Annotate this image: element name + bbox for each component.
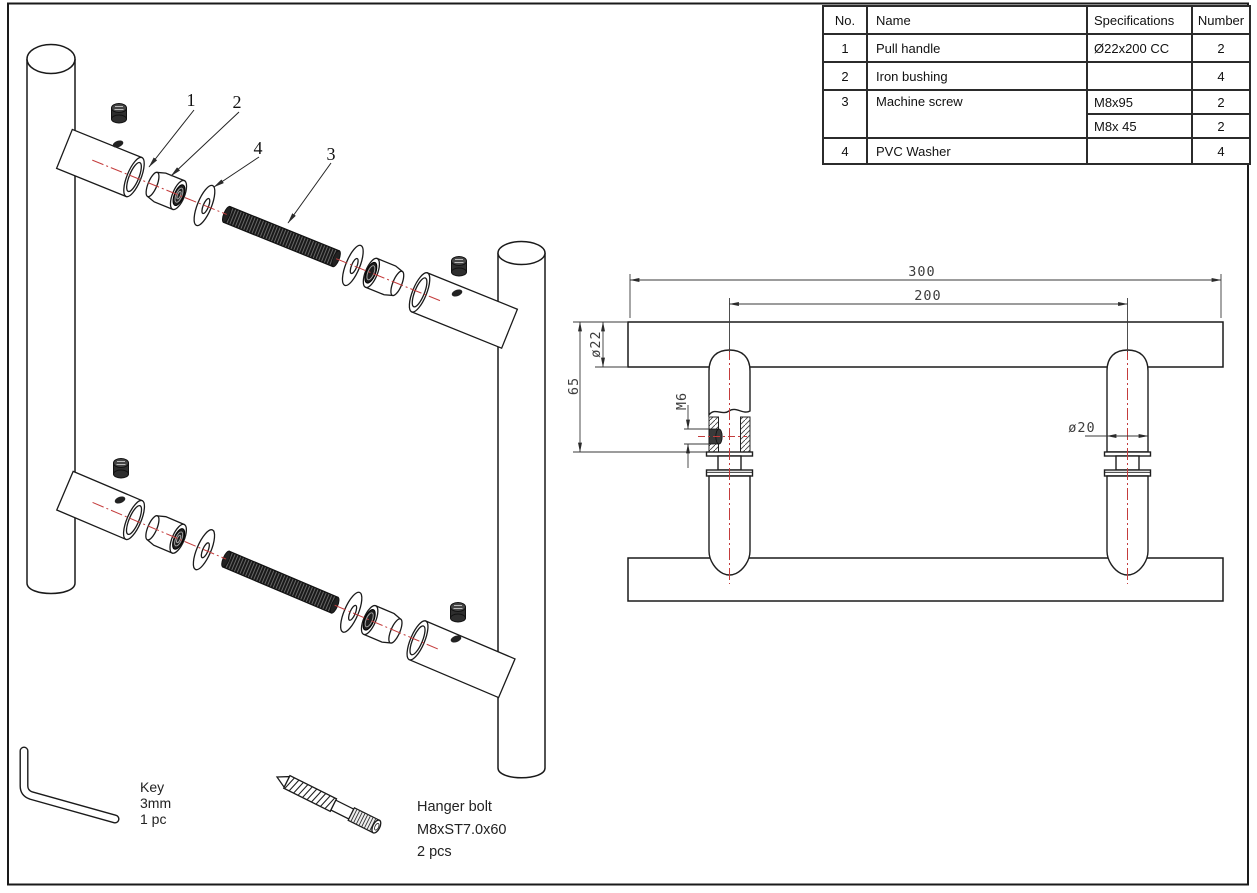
upper-assembly: [55, 128, 519, 350]
right-handle-tube-top: [497, 240, 546, 266]
bolt-note-line1: Hanger bolt: [417, 799, 492, 815]
sheet-border: [7, 2, 1249, 886]
header-no: No.: [822, 5, 868, 35]
svg-text:M6: M6: [674, 392, 690, 410]
bolt-note-line2: M8xST7.0x60: [417, 821, 507, 838]
hanger-bolt-note: Hanger bolt M8xST7.0x60 2 pcs: [417, 796, 506, 864]
part-label-3: 3: [327, 144, 336, 164]
table-row: 2 Iron bushing 4: [822, 61, 1251, 91]
key-note-line2: 3mm: [140, 795, 172, 811]
table-row: 3 Machine screw M8x95 2: [822, 89, 1251, 139]
leader-part-4: [213, 156, 260, 188]
dim-thread-size: M6: [674, 392, 709, 468]
bolt-note-line3: 2 pcs: [417, 844, 452, 860]
right-handle-tube: [497, 253, 546, 779]
leader-part-3: [287, 162, 332, 224]
header-number: Number: [1191, 5, 1251, 35]
table-row: M8x 45 2: [823, 113, 1251, 139]
svg-text:300: 300: [908, 264, 935, 280]
right-post: [1103, 349, 1152, 576]
dim-300: 300: [629, 264, 1222, 318]
part-label-4: 4: [254, 138, 263, 158]
svg-text:200: 200: [914, 288, 941, 304]
key-note: Key 3mm 1 pc: [140, 779, 171, 827]
svg-text:65: 65: [566, 377, 582, 395]
exploded-view: 1 2 4 3: [19, 43, 546, 834]
dimension-view: 300 200 ø22 65 M6: [566, 264, 1224, 602]
key-note-line3: 1 pc: [140, 811, 167, 827]
svg-text:ø20: ø20: [1068, 420, 1095, 436]
leader-part-1: [148, 109, 195, 168]
hanger-bolt-drawing: [275, 774, 382, 834]
set-screw: [451, 256, 467, 277]
table-row: 4 PVC Washer 4: [822, 137, 1251, 165]
lower-assembly: [55, 470, 516, 699]
set-screw: [113, 458, 129, 479]
dim-tube-diameter: ø22: [573, 321, 628, 368]
dim-post-diameter: ø20: [1068, 420, 1149, 438]
table-header-row: No. Name Specifications Number: [822, 5, 1251, 35]
set-screw: [450, 602, 466, 623]
allen-key-drawing: [19, 746, 120, 824]
dim-post-height: 65: [566, 321, 706, 453]
part-label-2: 2: [233, 92, 242, 112]
key-note-line1: Key: [140, 779, 165, 795]
left-handle-tube: [26, 59, 76, 595]
set-screw: [111, 103, 127, 124]
header-spec: Specifications: [1086, 5, 1193, 35]
dim-200: 200: [729, 288, 1128, 306]
left-handle-tube-top: [26, 43, 76, 75]
parts-table: No. Name Specifications Number 1 Pull ha…: [822, 5, 1251, 165]
svg-text:ø22: ø22: [588, 330, 604, 357]
table-row: 1 Pull handle Ø22x200 CC 2: [822, 33, 1251, 63]
header-name: Name: [866, 5, 1088, 35]
part-label-1: 1: [187, 90, 196, 110]
leader-part-2: [170, 111, 240, 177]
